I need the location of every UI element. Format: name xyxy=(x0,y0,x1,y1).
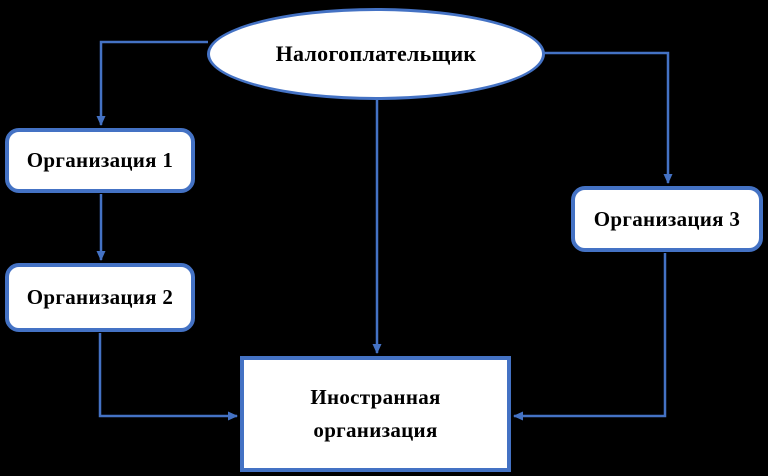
node-taxpayer-label: Налогоплательщик xyxy=(275,41,477,66)
node-organization-1[interactable]: Организация 1 xyxy=(5,128,195,193)
edge-org2-to-foreign xyxy=(98,333,238,421)
node-organization-1-label: Организация 1 xyxy=(26,148,174,172)
node-foreign-organization[interactable]: Иностранная организация xyxy=(240,356,511,472)
edge-org3-to-foreign xyxy=(513,253,667,421)
node-foreign-organization-label: Иностранная организация xyxy=(310,385,441,442)
node-organization-2-label: Организация 2 xyxy=(26,285,174,309)
node-organization-3[interactable]: Организация 3 xyxy=(571,186,763,252)
node-taxpayer[interactable]: Налогоплательщик xyxy=(207,8,545,100)
edge-taxpayer-to-org1 xyxy=(96,40,208,126)
node-organization-3-label: Организация 3 xyxy=(593,206,741,231)
edge-taxpayer-to-org3 xyxy=(544,51,673,184)
node-organization-2[interactable]: Организация 2 xyxy=(5,263,195,332)
